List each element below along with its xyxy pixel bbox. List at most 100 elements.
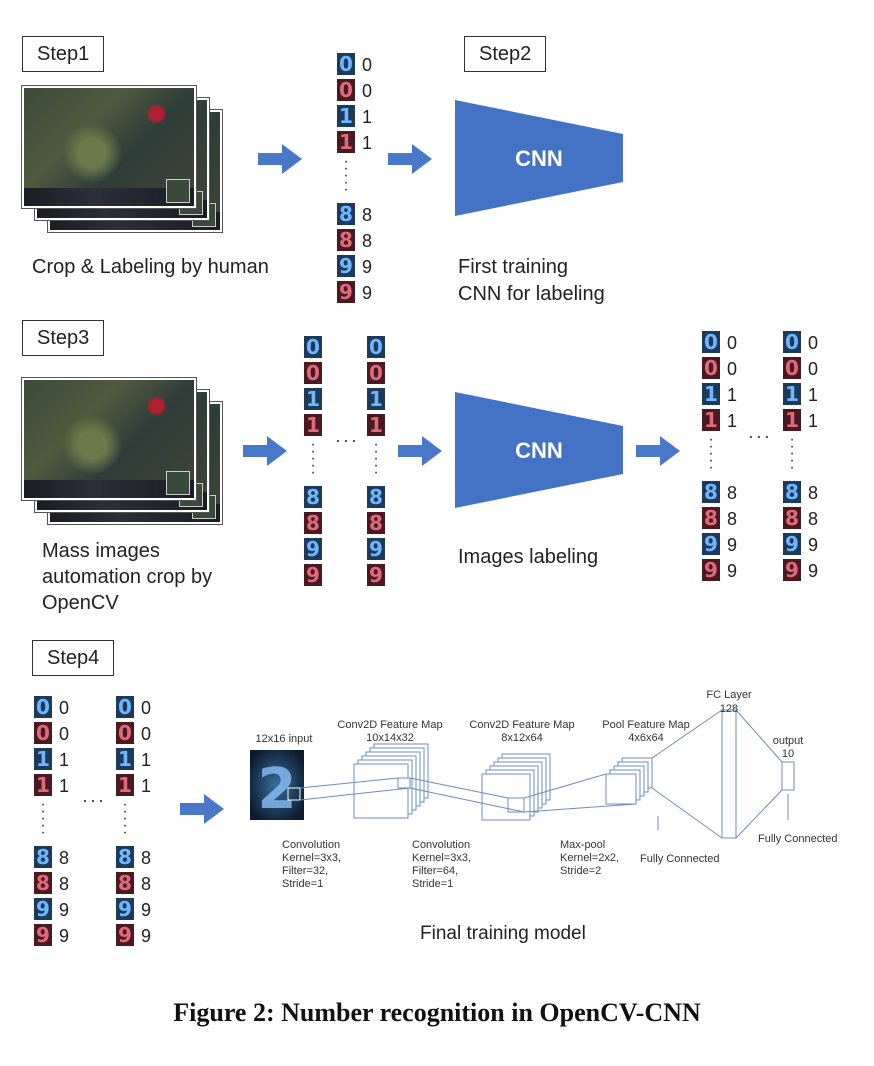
vertical-dots: ····· [708,431,714,476]
digit-tile: 1 [34,774,52,796]
op5-label: Fully Connected [758,833,838,845]
output-title-line1: output [773,735,804,747]
vertical-dots: ····· [310,436,316,481]
step1-screenshot-stack [22,86,222,236]
digit-tile: 9 [304,538,322,560]
digit-tile: 1 [337,105,355,127]
digit-tile: 1 [783,409,801,431]
digit-label: 9 [59,926,70,946]
step4-caption: Final training model [420,923,586,944]
digit-tile: 8 [116,872,134,894]
digit-tile: 0 [367,336,385,358]
op1-line1: Convolution [282,839,340,851]
step2-caption-line1: First training [458,256,569,278]
digit-tile: 1 [116,774,134,796]
digit-label: 9 [59,900,70,920]
digit-label: 8 [808,483,819,503]
digit-tile: 0 [34,722,52,744]
digit-label: 9 [727,535,738,555]
digit-label: 0 [362,81,373,101]
fc-title-line1: FC Layer [706,690,752,701]
digit-label: 0 [362,55,373,75]
digit-label: 9 [141,900,152,920]
op1-line2: Kernel=3x3, [282,852,341,864]
digit-tile: 0 [783,357,801,379]
step3-caption-line3: OpenCV [42,592,119,614]
figure-caption: Figure 2: Number recognition in OpenCV-C… [173,998,701,1027]
digit-label: 1 [141,750,152,770]
step3-label: Step3 [22,320,105,356]
digit-tile: 9 [367,538,385,560]
digit-tile: 9 [116,924,134,946]
digit-label: 9 [362,257,373,277]
digit-label: 0 [808,333,819,353]
vertical-dots: ····· [40,796,46,841]
digit-tile: 9 [367,564,385,586]
digit-tile: 1 [367,388,385,410]
step3-arrow-1 [243,436,287,466]
digit-tile: 8 [702,481,720,503]
vertical-dots: ····· [343,153,349,198]
fc-title-line2: 128 [720,703,738,715]
step1-arrow-2 [388,144,432,174]
step4-label: Step4 [32,640,115,676]
digit-label: 9 [362,283,373,303]
digit-tile: 1 [337,131,355,153]
digit-tile: 9 [783,559,801,581]
op2-line2: Kernel=3x3, [412,852,471,864]
digit-tile: 1 [702,409,720,431]
digit-tile: 8 [367,512,385,534]
step4-ellipsis: ··· [82,790,106,810]
digit-tile: 0 [337,79,355,101]
digit-tile: 9 [702,559,720,581]
cnn-architecture-diagram: 2 [250,690,838,890]
digit-label: 1 [808,385,819,405]
input-image: 2 [250,750,304,822]
digit-tile: 1 [783,383,801,405]
digit-tile: 8 [337,229,355,251]
digit-tile: 9 [337,255,355,277]
step3-output-ellipsis: ··· [748,426,772,446]
digit-label: 1 [59,776,70,796]
step4-arrow [180,794,224,824]
digit-label: 0 [141,724,152,744]
digit-tile: 1 [367,414,385,436]
op4-label: Fully Connected [640,853,720,865]
digit-tile: 8 [367,486,385,508]
step3-arrow-3 [636,436,680,466]
op2-line4: Stride=1 [412,878,453,890]
step3-cnn-caption: Images labeling [458,546,599,568]
digit-tile: 9 [304,564,322,586]
vertical-dots: ····· [789,431,795,476]
digit-label: 9 [808,535,819,555]
digit-tile: 8 [783,481,801,503]
op3-line3: Stride=2 [560,865,601,877]
digit-label: 8 [727,483,738,503]
pool-title-line2: 4x6x64 [628,732,663,744]
digit-label: 8 [808,509,819,529]
step2-label: Step2 [464,36,547,72]
conv2-title-line2: 8x12x64 [501,732,543,744]
digit-tile: 8 [34,872,52,894]
conv1-title-line1: Conv2D Feature Map [337,719,442,731]
pool-feature-map-stack [605,757,653,805]
input-digit: 2 [258,757,297,822]
op2-line1: Convolution [412,839,470,851]
step1-arrow-1 [258,144,302,174]
op1-line3: Filter=32, [282,865,328,877]
fc-layer-block [721,709,737,839]
digit-label: 1 [727,385,738,405]
step3-cnn-block: CNN [455,392,623,508]
digit-label: 9 [727,561,738,581]
vertical-dots: ····· [373,436,379,481]
digit-label: 0 [141,698,152,718]
step3-screenshot-stack [22,378,222,528]
digit-tile: 1 [116,748,134,770]
digit-label: 0 [59,724,70,744]
digit-label: 8 [141,874,152,894]
output-title-line2: 10 [782,748,794,760]
digit-tile: 0 [702,331,720,353]
digit-tile: 0 [367,362,385,384]
digit-tile: 9 [337,281,355,303]
digit-tile: 8 [116,846,134,868]
